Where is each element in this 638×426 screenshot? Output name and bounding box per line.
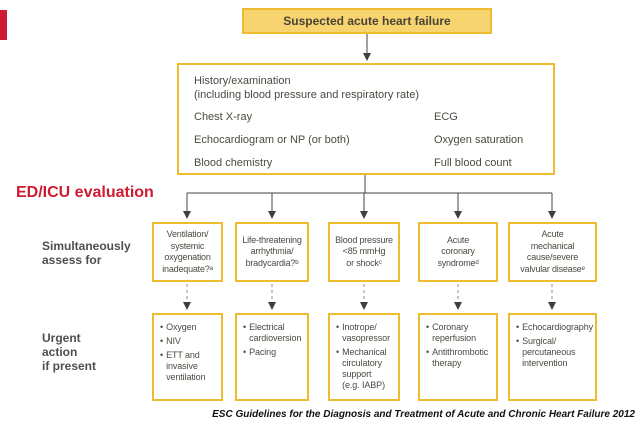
- citation-caption: ESC Guidelines for the Diagnosis and Tre…: [212, 409, 635, 420]
- action-item-label: Antithrombotic therapy: [432, 347, 489, 368]
- workup-row: Echocardiogram or NP (or both) Oxygen sa…: [194, 133, 543, 147]
- action-item-label: Surgical/ percutaneous intervention: [522, 336, 576, 368]
- action-item-label: Echocardiography: [522, 322, 594, 332]
- list-item: • Oxygen: [160, 322, 219, 333]
- ed-icu-evaluation-label: ED/ICU evaluation: [16, 184, 154, 201]
- list-item: • Pacing: [243, 347, 305, 358]
- flow-node-action-ventilation: • Oxygen • NIV • ETT and invasive ventil…: [152, 313, 223, 401]
- list-item: • Coronary reperfusion: [426, 322, 494, 344]
- workup-history-subtitle: (including blood pressure and respirator…: [194, 89, 420, 101]
- action-item-label: NIV: [166, 336, 181, 346]
- flow-node-action-inotrope: • Inotrope/ vasopressor • Mechanical cir…: [328, 313, 400, 401]
- bullet-marker: •: [426, 322, 430, 332]
- bullet-marker: •: [243, 347, 247, 357]
- flow-node-assess-mechanical-cause: Acute mechanical cause/severe valvular d…: [508, 222, 597, 282]
- list-item: • NIV: [160, 336, 219, 347]
- bullet-marker: •: [336, 322, 340, 332]
- bullet-marker: •: [336, 347, 340, 357]
- workup-row: Chest X-ray ECG: [194, 110, 543, 124]
- workup-history-title: History/examination: [194, 75, 291, 87]
- bullet-marker: •: [160, 350, 164, 360]
- workup-oxygen-saturation: Oxygen saturation: [434, 134, 524, 146]
- flow-node-action-intervention: • Echocardiography • Surgical/ percutane…: [508, 313, 597, 401]
- action-item-label: Pacing: [249, 347, 276, 357]
- action-item-label: Electrical cardioversion: [249, 322, 302, 343]
- workup-blood-chemistry: Blood chemistry: [194, 157, 273, 169]
- action-item-label: Mechanical circulatory support (e.g. IAB…: [342, 347, 387, 390]
- list-item: • Mechanical circulatory support (e.g. I…: [336, 347, 396, 391]
- action-item-label: Oxygen: [166, 322, 197, 332]
- bullet-marker: •: [516, 336, 520, 346]
- list-item: • Inotrope/ vasopressor: [336, 322, 396, 344]
- flow-node-initial-workup: History/examination (including blood pre…: [177, 63, 555, 175]
- flow-node-assess-blood-pressure: Blood pressure <85 mmHg or shockᶜ: [328, 222, 400, 282]
- action-item-label: ETT and invasive ventilation: [166, 350, 206, 382]
- flow-node-assess-ventilation: Ventilation/ systemic oxygenation inadeq…: [152, 222, 223, 282]
- workup-echocardiogram: Echocardiogram or NP (or both): [194, 134, 350, 146]
- bullet-marker: •: [426, 347, 430, 357]
- urgent-action-label: Urgent action if present: [42, 331, 97, 373]
- bullet-marker: •: [516, 322, 520, 332]
- list-item: • ETT and invasive ventilation: [160, 350, 219, 383]
- red-accent-bar: [0, 10, 7, 40]
- action-item-label: Coronary reperfusion: [432, 322, 476, 343]
- flow-node-action-cardioversion: • Electrical cardioversion • Pacing: [235, 313, 309, 401]
- list-item: • Surgical/ percutaneous intervention: [516, 336, 593, 369]
- simultaneously-assess-label: Simultaneously assess for: [42, 239, 131, 267]
- list-item: • Antithrombotic therapy: [426, 347, 494, 369]
- workup-chest-xray: Chest X-ray: [194, 111, 253, 123]
- workup-ecg: ECG: [434, 111, 458, 123]
- action-item-label: Inotrope/ vasopressor: [342, 322, 390, 343]
- flow-node-action-reperfusion: • Coronary reperfusion • Antithrombotic …: [418, 313, 498, 401]
- flow-node-assess-acs: Acute coronary syndromeᵈ: [418, 222, 498, 282]
- workup-full-blood-count: Full blood count: [434, 157, 512, 169]
- flow-node-suspected-ahf: Suspected acute heart failure: [242, 8, 492, 34]
- bullet-marker: •: [243, 322, 247, 332]
- bullet-marker: •: [160, 322, 164, 332]
- list-item: • Echocardiography: [516, 322, 593, 333]
- flow-node-assess-arrhythmia: Life-threatening arrhythmia/ bradycardia…: [235, 222, 309, 282]
- workup-row: Blood chemistry Full blood count: [194, 156, 543, 170]
- bullet-marker: •: [160, 336, 164, 346]
- list-item: • Electrical cardioversion: [243, 322, 305, 344]
